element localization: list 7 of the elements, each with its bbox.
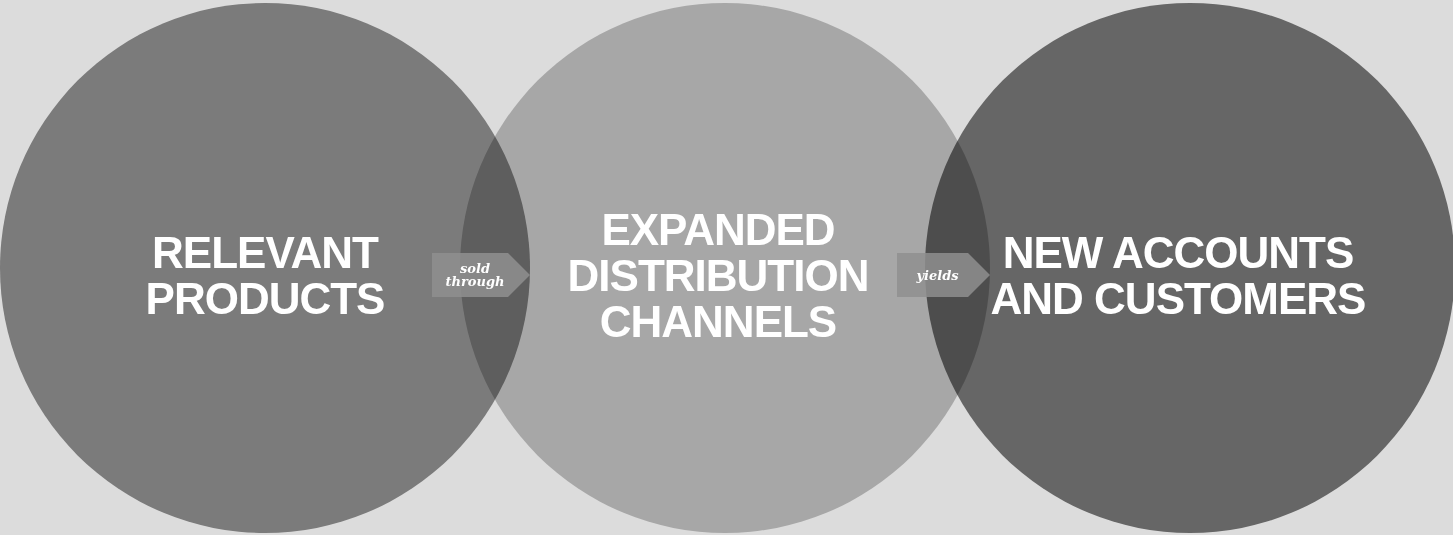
arrow <box>897 253 990 297</box>
arrow <box>432 253 530 297</box>
edge-label: sold through <box>444 262 506 288</box>
circle-label: EXPANDED DISTRIBUTION CHANNELS <box>566 206 870 346</box>
circle-label: RELEVANT PRODUCTS <box>145 229 385 323</box>
edge-label: yields <box>915 268 960 282</box>
circle-label: NEW ACCOUNTS AND CUSTOMERS <box>989 229 1367 323</box>
